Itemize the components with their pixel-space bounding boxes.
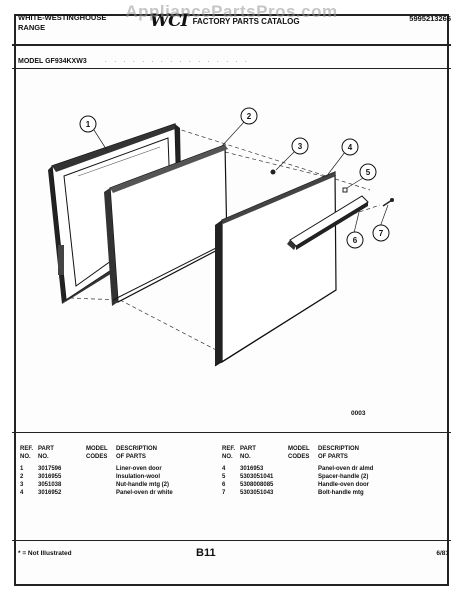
part-cell: 3017596 [38, 466, 62, 472]
catalog-date: 6/81 [436, 550, 449, 557]
table-top-rule [12, 432, 451, 433]
desc-cell: Nut-handle mtg (2) [116, 482, 169, 488]
part-cell: 5303051043 [240, 490, 274, 496]
model-cell [86, 465, 116, 473]
table-row: 4 3016952 Panel-oven dr white [20, 489, 196, 497]
table-row: 4 3016953 Panel-oven dr almd [222, 465, 398, 473]
model-cell [288, 465, 318, 473]
ref-cell: 1 [20, 466, 24, 472]
ref-cell: 5 [222, 474, 226, 480]
desc-cell: Insulation-wool [116, 474, 160, 480]
footnote: * = Not Illustrated [18, 550, 72, 557]
desc-cell: Panel-oven dr white [116, 490, 173, 496]
table-row: 1 3017596 Liner-oven door [20, 465, 196, 473]
desc-cell: Panel-oven dr almd [318, 466, 374, 472]
callout-4-circle [341, 138, 359, 156]
part-cell: 3051038 [38, 482, 62, 488]
ref-cell: 6 [222, 482, 226, 488]
brand-name: WHITE-WESTINGHOUSE [18, 13, 107, 22]
callout-6: 6 [353, 236, 358, 245]
part-cell: 3016953 [240, 466, 264, 472]
model-cell [86, 489, 116, 497]
part-cell: 3016955 [38, 474, 62, 480]
part-handle [287, 195, 369, 250]
page-number: B11 [196, 547, 216, 559]
ref-cell: 2 [20, 474, 24, 480]
watermark: AppliancePartsPros.com [125, 2, 338, 21]
callout-2: 2 [247, 112, 252, 121]
ref-header: REF.NO. [222, 446, 236, 460]
model-label: MODEL GF934KXW3 [18, 58, 87, 65]
model-cell [288, 481, 318, 489]
product-type: RANGE [18, 23, 46, 32]
table-row: 5 5303051041 Spacer-handle (2) [222, 473, 398, 481]
ref-cell: 4 [20, 490, 24, 496]
model-cell [288, 473, 318, 481]
callout-6-circle [346, 231, 364, 249]
model-cell [86, 481, 116, 489]
part-panel [214, 171, 337, 367]
desc-cell: Bolt-handle mtg [318, 490, 364, 496]
desc-cell: Handle-oven door [318, 482, 370, 488]
callout-5-circle [359, 163, 377, 181]
part-bolt [382, 198, 394, 207]
desc-cell: Spacer-handle (2) [318, 474, 369, 480]
diagram-code: 0003 [351, 410, 366, 417]
brand-block: WHITE-WESTINGHOUSE RANGE [18, 13, 106, 33]
table-row: 7 5303051043 Bolt-handle mtg [222, 489, 398, 497]
callout-3-circle [291, 137, 309, 155]
part-nut [270, 169, 276, 175]
header-rule [12, 44, 451, 46]
callout-1-circle [79, 115, 97, 133]
callout-4: 4 [348, 143, 353, 152]
model-cell [86, 473, 116, 481]
callout-7: 7 [379, 229, 384, 238]
table-row: 2 3016955 Insulation-wool [20, 473, 196, 481]
catalog-title: FACTORY PARTS CATALOG [192, 16, 300, 26]
catalog-number: 5995213266 [409, 14, 451, 23]
table-row: 6 5308008085 Handle-oven door [222, 481, 398, 489]
footer-rule [12, 540, 451, 541]
catalog-header: WCI FACTORY PARTS CATALOG [150, 11, 300, 31]
ref-cell: 7 [222, 490, 226, 496]
ref-header: REF.NO. [20, 446, 34, 460]
part-cell: 5308008085 [240, 482, 274, 488]
callout-1: 1 [86, 120, 91, 129]
part-cell: 5303051041 [240, 474, 274, 480]
ref-cell: 4 [222, 466, 226, 472]
part-cell: 3016952 [38, 490, 62, 496]
callout-2-circle [240, 107, 258, 125]
callout-3: 3 [298, 142, 303, 151]
dotted-leader: . . . . . . . . . . . . . . . . [105, 58, 250, 64]
ref-cell: 3 [20, 482, 24, 488]
callout-7-circle [372, 224, 390, 242]
callout-5: 5 [366, 168, 371, 177]
model-cell [288, 489, 318, 497]
part-spacer [342, 187, 348, 193]
desc-cell: Liner-oven door [116, 466, 162, 472]
table-row: 3 3051038 Nut-handle mtg (2) [20, 481, 196, 489]
wci-logo: WCI [150, 11, 189, 31]
model-rule [12, 68, 451, 69]
